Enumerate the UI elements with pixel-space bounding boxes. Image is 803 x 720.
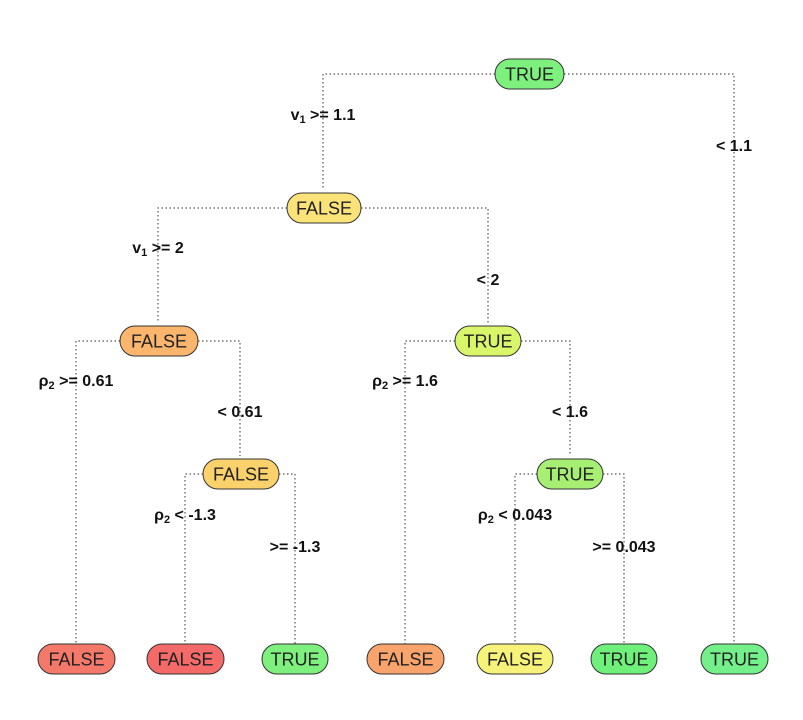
leaf-4-label: FALSE	[377, 650, 433, 670]
node-v1-high: FALSE	[286, 192, 362, 224]
tree-nodes: TRUE FALSE FALSE TRUE FALSE TRUE FALSE	[37, 58, 769, 675]
leaf-4-box	[366, 643, 445, 675]
split-label-rho2-lt-0-043: ρ2 < 0.043	[478, 507, 552, 526]
edge-n6-left	[514, 473, 537, 644]
node-lt061-box	[202, 458, 280, 490]
split-labels: v1 >= 1.1 < 1.1 v1 >= 2 < 2 ρ2 >= 0.61 <…	[39, 107, 752, 556]
leaf-3-box	[261, 643, 329, 675]
leaf-7-box	[700, 643, 769, 675]
node-v1-2-label: FALSE	[131, 332, 187, 352]
leaf-1-box	[37, 643, 116, 675]
split-label-ge-minus-1-3: >= -1.3	[270, 539, 321, 556]
edge-root-left	[322, 73, 495, 190]
leaf-5-label: FALSE	[487, 650, 543, 670]
edge-n3-right	[198, 340, 241, 456]
node-v1-2: FALSE	[119, 325, 199, 357]
node-lt2: TRUE	[454, 325, 522, 357]
edge-n2-left	[157, 207, 287, 323]
split-label-lt-0-61: < 0.61	[218, 404, 263, 421]
split-label-rho2-ge-0-61: ρ2 >= 0.61	[39, 373, 114, 392]
leaf-2-box	[146, 643, 225, 675]
leaf-2-label: FALSE	[157, 650, 213, 670]
node-v1-high-box	[286, 192, 362, 224]
node-lt061: FALSE	[202, 458, 280, 490]
edge-n3-left	[75, 340, 120, 644]
split-label-lt-2: < 2	[477, 272, 500, 289]
node-lt16: TRUE	[536, 458, 604, 490]
node-lt2-box	[454, 325, 522, 357]
node-root: TRUE	[494, 58, 565, 90]
leaf-3-label: TRUE	[271, 650, 320, 670]
node-lt061-label: FALSE	[213, 465, 269, 485]
split-label-rho2-ge-1-6: ρ2 >= 1.6	[372, 373, 438, 392]
edge-n5-left	[184, 473, 203, 644]
split-label-v1-ge-2: v1 >= 2	[132, 240, 184, 259]
leaf-2: FALSE	[146, 643, 225, 675]
leaf-7-label: TRUE	[710, 650, 759, 670]
split-label-lt-1-6: < 1.6	[552, 404, 588, 421]
split-label-ge-0-043: >= 0.043	[592, 539, 655, 556]
tree-edges	[75, 73, 735, 644]
node-root-label: TRUE	[505, 65, 554, 85]
leaf-6: TRUE	[590, 643, 658, 675]
leaf-4: FALSE	[366, 643, 445, 675]
leaf-1: FALSE	[37, 643, 116, 675]
split-label-v1-ge-1-1: v1 >= 1.1	[291, 107, 356, 126]
edge-root-right	[564, 73, 735, 644]
node-root-box	[494, 58, 565, 90]
edge-n4-left	[404, 340, 455, 644]
leaf-1-label: FALSE	[48, 650, 104, 670]
split-label-rho2-lt-minus-1-3: ρ2 < -1.3	[154, 507, 216, 526]
node-lt16-label: TRUE	[546, 465, 595, 485]
edge-n4-right	[521, 340, 571, 456]
edge-n6-right	[603, 473, 625, 644]
node-v1-high-label: FALSE	[296, 199, 352, 219]
edge-n2-right	[361, 207, 489, 323]
edge-n5-right	[279, 473, 296, 644]
leaf-6-box	[590, 643, 658, 675]
leaf-3: TRUE	[261, 643, 329, 675]
leaf-5: FALSE	[476, 643, 554, 675]
leaf-6-label: TRUE	[600, 650, 649, 670]
leaf-7: TRUE	[700, 643, 769, 675]
node-lt2-label: TRUE	[464, 332, 513, 352]
node-v1-2-box	[119, 325, 199, 357]
node-lt16-box	[536, 458, 604, 490]
split-label-lt-1-1: < 1.1	[716, 138, 752, 155]
leaf-5-box	[476, 643, 554, 675]
